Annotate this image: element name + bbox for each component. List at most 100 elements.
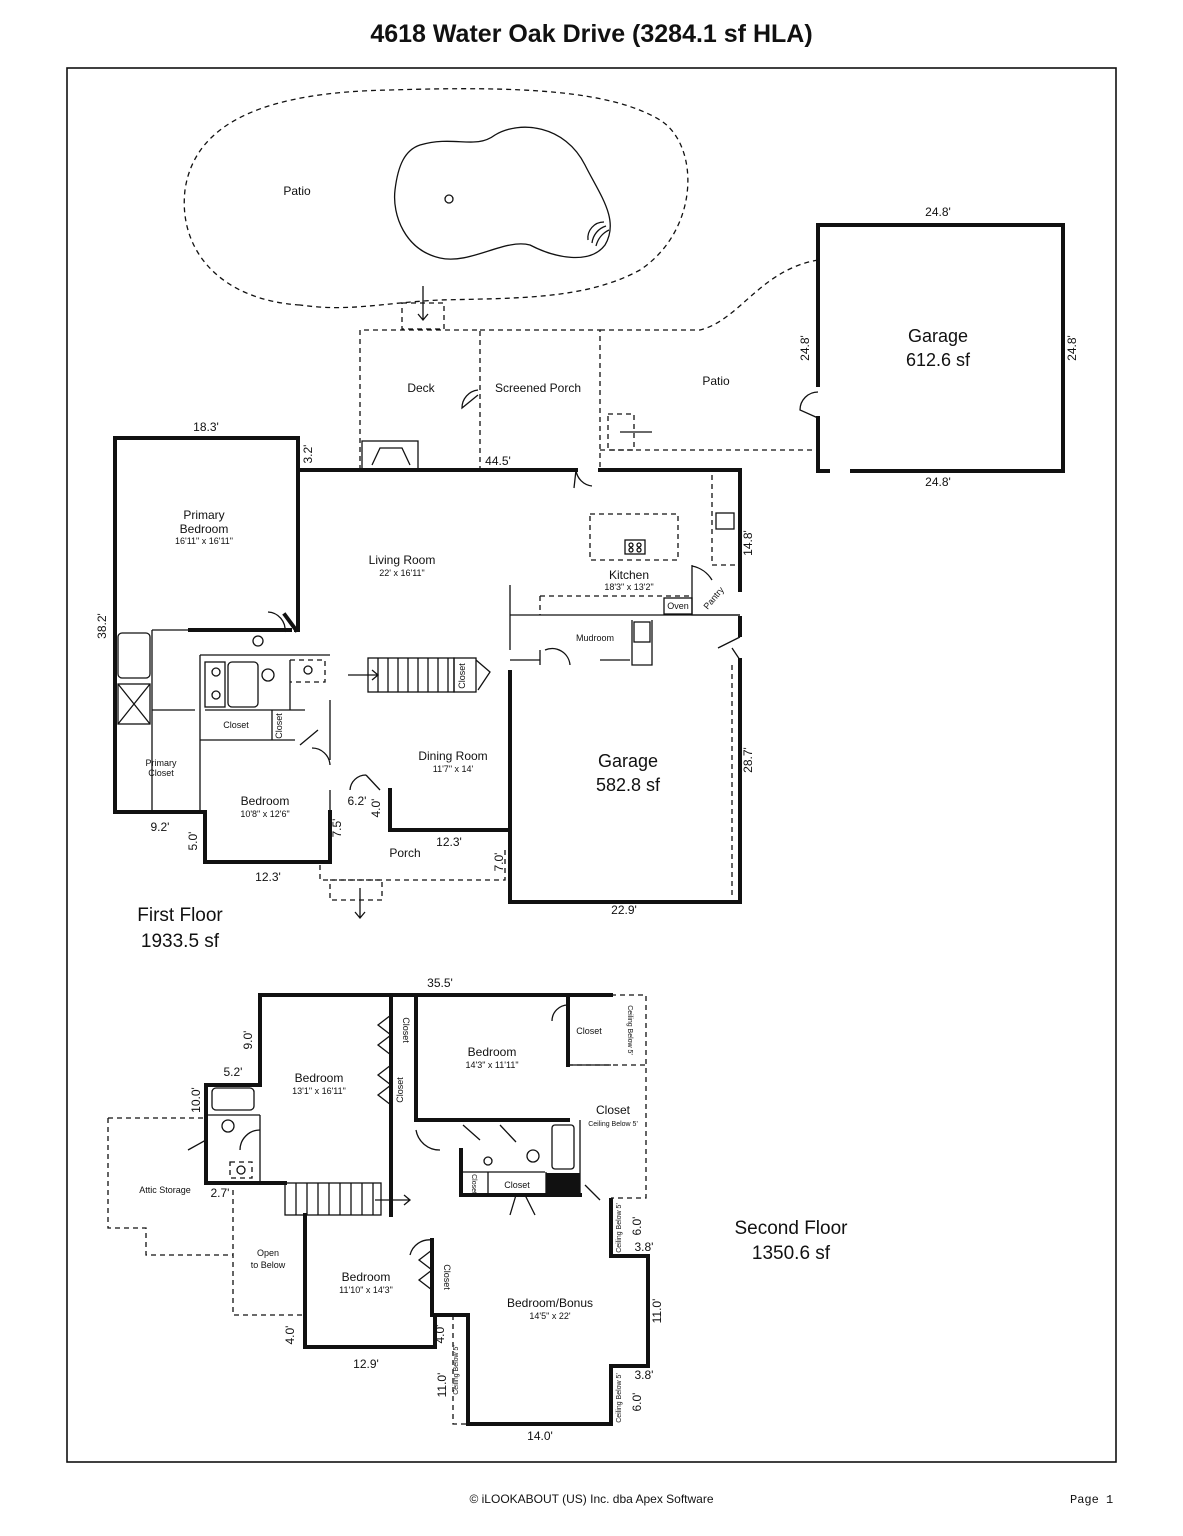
label-bedroom-size: 10'8" x 12'6" [240, 809, 289, 819]
primary-toilet [252, 635, 264, 647]
sf-hall-doors [415, 1124, 601, 1216]
label-living-room-size: 22' x 16'11" [379, 568, 425, 578]
sf-stairs-treads [295, 1183, 374, 1215]
shower-cross [117, 683, 151, 725]
dim: 12.3' [255, 870, 281, 884]
closet-bifold-3 [417, 1249, 434, 1291]
label-pantry: Pantry [702, 585, 727, 612]
label-living-room: Living Room [369, 553, 436, 567]
kitchen-sink [715, 512, 735, 530]
ff-exterior-wall [113, 436, 742, 904]
dim: 22.9' [611, 903, 637, 917]
label-sf-bedroom-b: Bedroom [468, 1045, 517, 1059]
label-oven: Oven [667, 601, 689, 611]
page-title: 4618 Water Oak Drive (3284.1 sf HLA) [370, 20, 813, 48]
dim: 14.0' [527, 1429, 553, 1443]
dim: 35.5' [427, 976, 453, 990]
dim: 24.8' [798, 335, 812, 361]
vanity [204, 661, 226, 708]
label-sf-bedroom-b-size: 14'3" x 11'11" [465, 1060, 518, 1070]
label-bonus-size: 14'5" x 22' [529, 1311, 570, 1321]
mudroom-walls [509, 585, 740, 666]
screened-porch-door [461, 389, 479, 410]
bedroom-door [299, 729, 331, 766]
label-attached-garage-area: 582.8 sf [596, 775, 661, 795]
label-detached-garage: Garage [908, 326, 968, 346]
label-attic: Attic Storage [139, 1185, 191, 1195]
stair-closet-door [475, 659, 491, 691]
dim: 38.2' [95, 613, 109, 639]
label-sf-bedroom-c-size: 11'10" x 14'3" [339, 1285, 393, 1295]
label-closet-1: Closet [401, 1017, 411, 1043]
label-closet-2: Closet [395, 1077, 405, 1103]
dim: 28.7' [741, 747, 755, 773]
hall-tub [227, 661, 259, 708]
sink-1 [211, 667, 221, 677]
dim: 10.0' [189, 1087, 203, 1113]
first-floor-label: First Floor [137, 905, 223, 926]
dim: 12.9' [353, 1357, 379, 1371]
bonus-door [409, 1239, 433, 1256]
dim: 11.0' [435, 1373, 449, 1398]
hall-toilet [261, 668, 275, 682]
pool-steps [587, 221, 610, 247]
sf-toilet [221, 1119, 235, 1133]
label-ceiling-below-4: Ceiling Below 5' [616, 1373, 623, 1423]
pool-outline [393, 126, 611, 260]
dim: 24.8' [925, 475, 951, 489]
dim: 6.2' [348, 794, 367, 808]
label-primary-bedroom-size: 16'11" x 16'11" [175, 536, 233, 546]
label-primary-bedroom-2: Bedroom [180, 522, 229, 536]
closet-door-4 [551, 1004, 569, 1022]
dim: 12.3' [436, 835, 462, 849]
dim: 4.0' [369, 799, 383, 818]
sf-tub [211, 1087, 255, 1111]
sf-bath-door [187, 1129, 261, 1151]
ff-stairs [367, 657, 455, 693]
patio-steps [607, 413, 635, 451]
label-primary-bedroom: Primary [183, 508, 224, 522]
garage-door-swing [717, 636, 741, 661]
hall-sink-counter [290, 659, 326, 683]
dim: 3.8' [635, 1368, 654, 1382]
dim: 44.5' [485, 454, 511, 468]
burner [636, 542, 642, 548]
dim: 9.2' [151, 820, 170, 834]
ff-stairs-treads [377, 658, 449, 692]
dim: 6.0' [630, 1217, 644, 1236]
label-closet-6: Closet [504, 1180, 530, 1190]
sf-sink-2 [483, 1156, 493, 1166]
fireplace-hearth [371, 447, 411, 466]
sf-toilet-2 [526, 1149, 540, 1163]
stair-closet [453, 657, 477, 693]
second-floor-area: 1350.6 sf [752, 1243, 831, 1264]
kitchen-island [589, 513, 679, 561]
label-dining-room-size: 11'7" x 14' [433, 764, 474, 774]
dim: 4.0' [433, 1325, 447, 1344]
burner [628, 547, 634, 553]
label-pool-patio: Patio [283, 184, 311, 198]
label-sf-bedroom-a: Bedroom [295, 1071, 344, 1085]
label-ceiling-below-3: Ceiling Below 5' [453, 1345, 460, 1395]
sf-sink [229, 1161, 253, 1179]
label-screened-porch: Screened Porch [495, 381, 581, 395]
dim: 3.2' [301, 445, 315, 464]
label-mudroom: Mudroom [576, 633, 614, 643]
label-stair-closet: Closet [457, 663, 467, 689]
rear-door [573, 469, 593, 489]
label-kitchen: Kitchen [609, 568, 649, 582]
burner [628, 542, 634, 548]
detached-garage-door [799, 391, 819, 419]
sf-tub-2 [551, 1124, 575, 1170]
label-small-closet: Closet [274, 713, 284, 739]
sf-exterior-wall [204, 993, 650, 1426]
dim: 9.0' [241, 1031, 255, 1050]
dim: 6.0' [630, 1393, 644, 1412]
ff-porch-wall [388, 788, 512, 832]
closet-bifold-2 [376, 1064, 393, 1106]
label-open-below: Open [257, 1248, 279, 1258]
ff-primary-wall [188, 468, 300, 633]
sf-stairs [284, 1182, 382, 1216]
burner [636, 547, 642, 553]
